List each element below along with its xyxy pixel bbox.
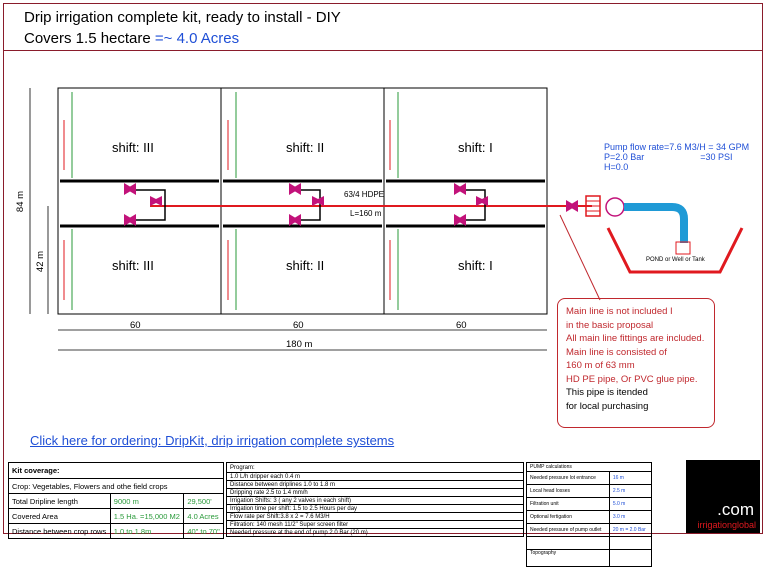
note-line: 160 m of 63 mm xyxy=(566,360,635,371)
note-arrow xyxy=(559,214,601,301)
dimension-height-half: 42 m xyxy=(35,250,47,273)
brand-name: irrigationglobal xyxy=(697,520,756,530)
subtitle-text: Covers 1.5 hectare xyxy=(24,30,155,47)
table-row: Irrigation Shifts: 3 ( any 2 valves in e… xyxy=(226,496,524,505)
main-line-length-label: L=160 m xyxy=(350,209,382,218)
field-blocks xyxy=(57,87,548,315)
kit-table-header: Kit coverage: xyxy=(8,462,224,479)
pump-calculations-table: PUMP calculations Needed pressure lot en… xyxy=(526,462,653,567)
kit-table-crop: Crop: Vegetables, Flowers and othe field… xyxy=(8,478,224,494)
dimension-width-block: 60 xyxy=(130,320,141,331)
pump-icon xyxy=(605,197,625,217)
shift-label: shift: III xyxy=(112,140,154,155)
pond-label: POND or Well or Tank xyxy=(646,257,705,263)
table-row: Irrigation time per shift: 1.5 to 2.5 Ho… xyxy=(226,504,524,513)
program-table: Program: 1.0 L/h dripper each 0.4 m Dist… xyxy=(226,462,524,537)
dimension-width-block: 60 xyxy=(293,320,304,331)
brand-domain: .com xyxy=(717,500,754,519)
table-row: Needed pressure at the end of pump 2.0 B… xyxy=(226,528,524,537)
shift-label: shift: II xyxy=(286,258,325,273)
note-line: HD PE pipe, Or PVC glue pipe. xyxy=(566,373,698,385)
main-line-pipe-label: 63/4 HDPE xyxy=(344,190,385,199)
pump-pressure-bar: P=2.0 Bar xyxy=(604,152,645,162)
shift-label: shift: I xyxy=(458,140,493,155)
pump-info: Pump flow rate=7.6 M3/H = 34 GPM P=2.0 B… xyxy=(604,142,749,172)
strainer-icon xyxy=(675,241,691,255)
table-row: Flow rate per Shift:3.8 x 2 = 7.6 M3/H xyxy=(226,512,524,521)
dimension-width-total: 180 m xyxy=(286,339,313,350)
page-title: Drip irrigation complete kit, ready to i… xyxy=(24,9,341,26)
table-row: Topography xyxy=(526,549,653,567)
submain-lines xyxy=(60,179,545,228)
pump-pressure: P=2.0 Bar =30 PSI xyxy=(604,152,749,162)
pump-head: H=0.0 xyxy=(604,162,629,172)
pump-flow: Pump flow rate=7.6 M3/H = 34 GPM xyxy=(604,142,750,152)
note-line: All main line fittings are included. xyxy=(566,333,705,344)
field-block-mid xyxy=(220,87,385,315)
field-block-right xyxy=(383,87,548,315)
suction-pipe xyxy=(624,203,688,243)
valve-connectors xyxy=(130,189,486,221)
note-line: for local purchasing xyxy=(566,400,649,412)
note-line: Main line is consisted of xyxy=(566,346,667,358)
brand-logo[interactable]: .com irrigationglobal xyxy=(686,460,760,533)
shift-label: shift: I xyxy=(458,258,493,273)
valve-icons xyxy=(124,183,578,226)
shift-label: shift: II xyxy=(286,140,325,155)
dimension-width-block: 60 xyxy=(456,320,467,331)
pump-pressure-psi: =30 PSI xyxy=(700,152,733,162)
dimension-height-total: 84 m xyxy=(15,190,27,213)
table-row: Distance between driplines 1.0 to 1.8 m xyxy=(226,480,524,489)
pond-icon xyxy=(606,227,744,274)
kit-coverage-table: Kit coverage: Crop: Vegetables, Flowers … xyxy=(8,462,224,539)
page-subtitle: Covers 1.5 hectare =~ 4.0 Acres xyxy=(24,30,239,47)
order-link[interactable]: Click here for ordering: DripKit, drip i… xyxy=(30,433,395,448)
note-line: in the basic proposal xyxy=(566,319,654,331)
table-row xyxy=(526,536,653,550)
subtitle-acres: =~ 4.0 Acres xyxy=(154,30,240,47)
table-row: 1.0 L/h dripper each 0.4 m xyxy=(226,472,524,481)
main-line-note: Main line is not included I in the basic… xyxy=(557,298,715,428)
shift-label: shift: III xyxy=(112,258,154,273)
pump-table-header: PUMP calculations xyxy=(526,462,652,472)
dimension-lines xyxy=(29,88,547,351)
field-block-left xyxy=(57,87,222,315)
header-divider xyxy=(3,50,763,51)
table-row: Filtration: 140 mesh 11/2" Super screen … xyxy=(226,520,524,529)
irrigation-layout-diagram xyxy=(29,87,744,351)
table-row: Dripping rate 2.5 to 1.4 mm/h xyxy=(226,488,524,497)
note-line: Main line is not included I xyxy=(566,306,673,317)
note-line: This pipe is itended xyxy=(566,387,648,398)
lateral-labels xyxy=(63,120,391,300)
lateral-lines xyxy=(71,92,399,310)
program-table-header: Program: xyxy=(226,462,524,473)
